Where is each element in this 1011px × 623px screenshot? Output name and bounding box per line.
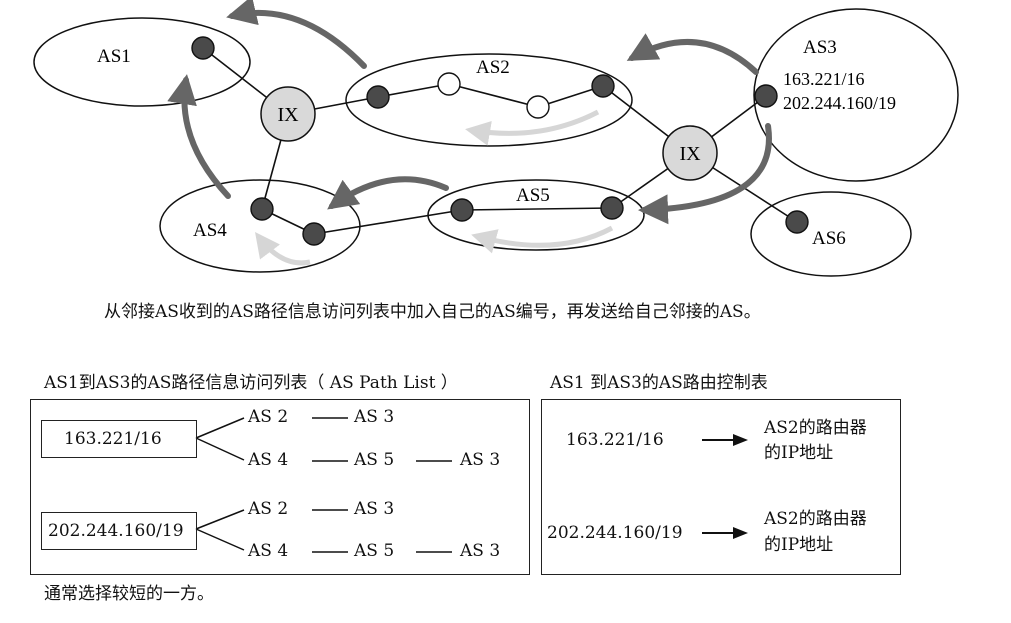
prefix-box-1-label: 163.221/16 <box>64 429 162 449</box>
dark-arrow-as5-to-as4 <box>327 176 449 210</box>
as6-ellipse <box>750 191 912 277</box>
as6-label: AS6 <box>812 228 846 249</box>
as3-prefix-1: 163.221/16 <box>783 69 865 89</box>
light-arrow-as5 <box>471 225 614 254</box>
as3-label: AS3 <box>803 37 837 58</box>
as1-label: AS1 <box>97 46 131 67</box>
path-as: AS 2 <box>248 407 289 427</box>
route-next-hop-1b: 的IP地址 <box>764 443 834 463</box>
path-as: AS 3 <box>460 450 501 470</box>
prefix-box-2-label: 202.244.160/19 <box>48 521 184 541</box>
router-as5-right <box>600 196 624 220</box>
ix-label-left: IX <box>277 104 299 126</box>
path-list-panel <box>30 399 530 575</box>
prefix-box-1 <box>41 420 197 458</box>
path-list-note: 通常选择较短的一方。 <box>44 584 214 604</box>
router-as4-left <box>250 197 274 221</box>
path-as: AS 5 <box>354 450 395 470</box>
router-as5-left <box>450 198 474 222</box>
link-as5-internal <box>461 207 613 211</box>
link-as2-internal-2 <box>448 83 539 108</box>
light-arrow-as4 <box>254 232 311 266</box>
route-next-hop-1a: AS2的路由器 <box>764 418 867 438</box>
path-as: AS 4 <box>248 541 289 561</box>
router-as2-left <box>366 85 390 109</box>
dark-arrow-as2-to-as1 <box>226 0 367 69</box>
dark-arrow-as3-to-as2 <box>626 33 759 75</box>
dark-arrow-as3-to-as5 <box>638 123 772 225</box>
router-as3 <box>754 84 778 108</box>
route-next-hop-2a: AS2的路由器 <box>764 509 867 529</box>
as3-ellipse <box>753 8 959 182</box>
dark-arrow-as4-to-as1 <box>167 74 231 199</box>
path-list-title: AS1到AS3的AS路径信息访问列表（ AS Path List ） <box>44 373 458 393</box>
router-as6 <box>785 210 809 234</box>
routing-table-title: AS1 到AS3的AS路由控制表 <box>550 373 768 393</box>
path-as: AS 3 <box>354 407 395 427</box>
as2-ellipse <box>345 53 633 147</box>
as3-prefix-2: 202.244.160/19 <box>783 93 896 113</box>
as4-label: AS4 <box>193 220 227 241</box>
router-as2-internal-1 <box>437 72 461 96</box>
router-as1 <box>191 36 215 60</box>
ix-node-left <box>260 86 316 142</box>
ix-node-right <box>662 125 718 181</box>
light-arrow-as2 <box>465 109 600 146</box>
route-prefix-2: 202.244.160/19 <box>547 523 683 543</box>
as5-label: AS5 <box>516 185 550 206</box>
ix-label-right: IX <box>679 143 701 165</box>
prefix-box-2 <box>41 512 197 550</box>
path-as: AS 5 <box>354 541 395 561</box>
route-next-hop-2b: 的IP地址 <box>764 535 834 555</box>
path-as: AS 3 <box>354 499 395 519</box>
as2-label: AS2 <box>476 57 510 78</box>
router-as4-right <box>302 222 326 246</box>
path-as: AS 4 <box>248 450 289 470</box>
as1-ellipse <box>33 17 251 107</box>
path-as: AS 2 <box>248 499 289 519</box>
router-as2-right <box>591 74 615 98</box>
router-as2-internal-2 <box>526 95 550 119</box>
link-as5-as4 <box>313 209 463 235</box>
path-as: AS 3 <box>460 541 501 561</box>
link-as2-internal-1 <box>377 83 450 98</box>
routing-table-panel <box>541 399 901 575</box>
diagram-caption: 从邻接AS收到的AS路径信息访问列表中加入自己的AS编号，再发送给自己邻接的AS… <box>104 302 761 322</box>
route-prefix-1: 163.221/16 <box>566 430 664 450</box>
